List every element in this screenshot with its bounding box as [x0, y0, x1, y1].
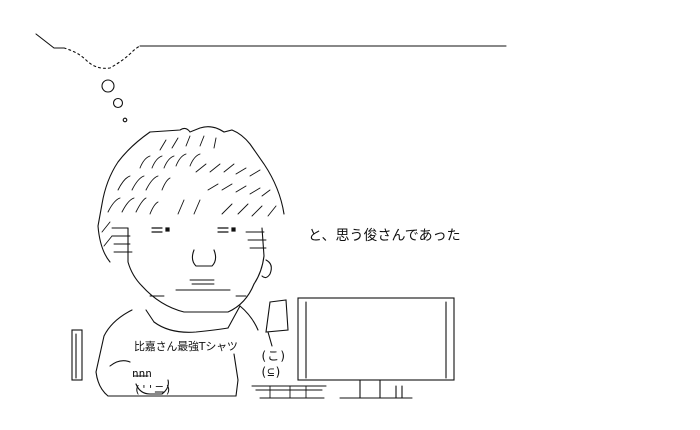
- keyboard-keys: [269, 385, 307, 399]
- hair-top: [149, 126, 285, 215]
- bubble-wave: [63, 45, 141, 69]
- bubble-dot-medium: [112, 97, 124, 109]
- monitor-frame: [297, 297, 455, 381]
- nose: [191, 249, 217, 267]
- collar: [153, 321, 229, 333]
- right-pupil: [231, 227, 236, 232]
- character-body: nnn (''ニ): [71, 305, 259, 397]
- desk-items: [251, 385, 403, 399]
- hand-nnn: nnn: [132, 367, 152, 380]
- arm-hand: [133, 375, 169, 395]
- eyes: [151, 227, 236, 233]
- shirt-caption: 比嘉さん最強Tシャツ: [134, 340, 238, 353]
- keyboard: [251, 385, 327, 399]
- monitor: [297, 297, 455, 399]
- hand-fist: (''ニ): [134, 383, 172, 396]
- monitor-stand: [339, 379, 413, 399]
- left-pupil: [165, 227, 170, 232]
- shoulder-right: [239, 305, 259, 331]
- bubble-dot-large: [101, 79, 115, 93]
- object-hand-1: (こ): [260, 349, 286, 363]
- face-right-side: [253, 227, 265, 285]
- neck-left: [145, 309, 155, 323]
- left-eye: [151, 227, 163, 233]
- neck-right: [227, 305, 241, 329]
- object-top: [265, 299, 289, 333]
- ear-right: [261, 259, 272, 279]
- right-eye: [217, 227, 229, 233]
- beard-lines: [149, 279, 247, 297]
- desk-right-items: [395, 385, 403, 399]
- thought-bubble: [35, 33, 507, 123]
- object-neck: [267, 331, 273, 347]
- shoulder-left: [95, 309, 133, 373]
- held-object: (こ) (⊆): [255, 299, 289, 391]
- object-hand-2: (⊆): [260, 365, 282, 379]
- face-left-side: [127, 227, 143, 287]
- arm-fold: [109, 360, 131, 367]
- bubble-left-stroke: [35, 33, 65, 49]
- arm-left: [95, 371, 131, 397]
- character-head: [97, 126, 285, 313]
- hair-left: [97, 131, 151, 263]
- hair-texture: [101, 135, 277, 253]
- chin: [141, 283, 255, 313]
- thought-caption: と、思う俊さんであった: [308, 228, 461, 244]
- bubble-dot-small: [122, 117, 128, 123]
- chair-back: [71, 329, 83, 381]
- torso-right: [233, 353, 239, 397]
